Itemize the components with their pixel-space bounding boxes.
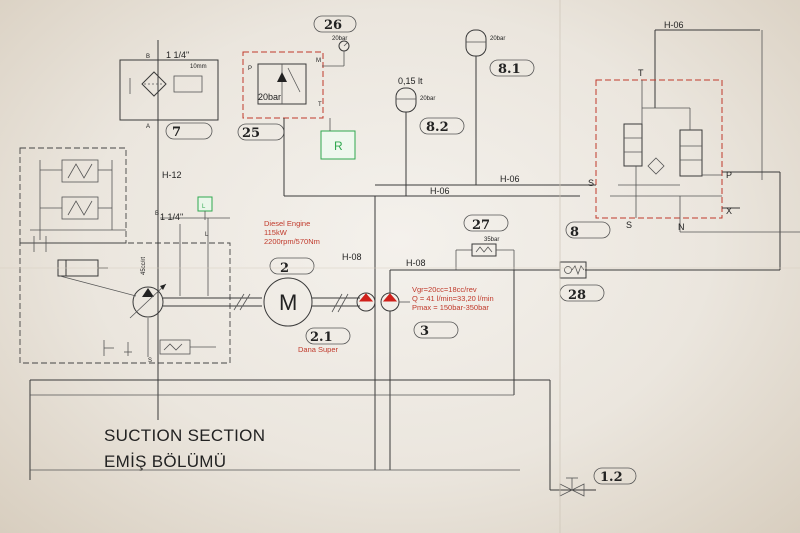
valve-25-frame [242,51,324,119]
pump-displacement: 45cc/rt [141,257,147,275]
tag-3: 3 [420,324,429,339]
directional-valve-8 [610,80,722,218]
tag-82-frame [419,117,465,135]
port-p-valve: P [248,66,252,72]
line-h08-b: H-08 [406,258,426,268]
tag-26: 26 [324,18,342,33]
check-valve-28 [559,261,587,279]
tag-7: 7 [172,125,181,140]
tag-2-frame [269,257,315,275]
tag-26-frame [313,15,357,33]
port-p: P [726,170,732,180]
port-x: X [726,206,732,216]
acc82-pressure: 20bar [420,96,435,102]
port-m: M [316,58,321,64]
accumulator-82: 0,15 lt 20bar [395,76,435,196]
relief-valve-25: 20bar M T P [248,58,322,108]
valve-27-setting: 35bar [484,237,499,243]
engine-line3: 2200rpm/570Nm [264,237,320,246]
filter-mesh: 10mm [190,64,207,70]
line-h08-a: H-08 [342,252,362,262]
line-h12: H-12 [162,170,182,180]
tag-25: 25 [242,126,260,141]
line-h06-a: H-06 [430,186,450,196]
port-b: B [146,54,150,60]
engine-line1: Diesel Engine [264,219,310,228]
pipe-size-2: 1 1/4" [160,212,183,222]
filter-7: 1 1/4" B A 10mm [119,50,219,130]
tag-21: 2.1 [310,330,333,345]
port-l: L [202,204,206,210]
pipe-size-1: 1 1/4" [166,50,189,60]
motor-label: M [279,290,297,315]
tag-12-frame [593,467,637,485]
port-a: A [146,124,150,130]
relief-valve-27: 35bar [455,237,515,270]
section-title-tr: EMİŞ BÖLÜMÜ [104,452,227,471]
tag-27: 27 [472,218,490,233]
tag-8: 8 [570,225,579,240]
reservoir [29,379,551,490]
port-b-mid: B [155,211,159,217]
port-n: N [678,222,685,232]
valve-25-setting: 20bar [258,92,281,102]
port-r: R [334,139,343,153]
pump-spec-1: Vgr=20cc=18cc/rev [412,285,477,294]
port-s-2: S [626,220,632,230]
tag-12: 1.2 [600,470,623,485]
acc82-volume: 0,15 lt [398,76,423,86]
tag-21-frame [305,327,351,345]
tag-2: 2 [280,261,289,276]
section-title-en: SUCTION SECTION [104,426,266,445]
tag-81-frame [489,59,535,77]
valve-block-8-frame [595,79,723,219]
tag-82: 8.2 [426,120,449,135]
port-s-1: S [588,178,594,188]
line-h06-b: H-06 [500,174,520,184]
pump-21 [356,292,376,312]
port-s: S [148,358,152,364]
line-h06-c: H-06 [664,20,684,30]
engine-motor [263,277,313,327]
tag-28: 28 [568,288,586,303]
port-l-mid: L [205,232,209,238]
tag-7-frame [165,122,213,140]
port-t: T [638,68,644,78]
pump-group: 45cc/rt S [19,147,262,364]
acc81-pressure: 20bar [490,36,505,42]
tag-3-frame [413,321,459,339]
port-t-valve: T [318,102,322,108]
pump-spec-2: Q = 41 l/min=33,20 l/min [412,294,494,303]
engine-line2: 115kW [264,228,288,237]
coupling-label: Dana Super [298,345,339,354]
pump-spec-3: Pmax = 150bar-350bar [412,303,489,312]
tag-27-frame [463,214,509,232]
gauge-26-range: 20bar [332,36,347,42]
accumulator-81: 20bar [465,29,505,185]
tag-81: 8.1 [498,62,521,77]
return-r-box [320,130,356,160]
tag-8-frame [565,221,611,239]
